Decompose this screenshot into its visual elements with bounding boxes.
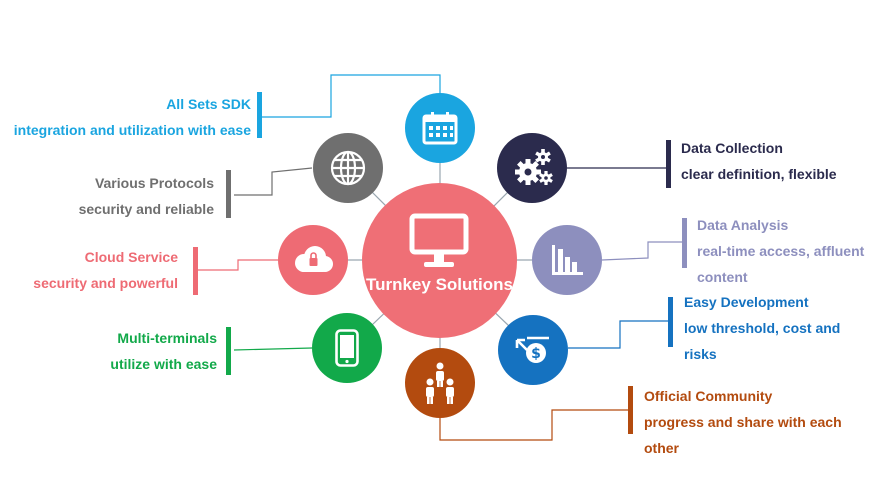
label-title: Various Protocols bbox=[94, 175, 214, 191]
label-various-protocols: Various Protocols security and reliable bbox=[79, 170, 214, 222]
bar-official-community bbox=[628, 386, 633, 434]
svg-text:$: $ bbox=[531, 346, 541, 362]
bar-all-sets-sdk bbox=[257, 92, 262, 138]
bar-easy-development bbox=[668, 297, 673, 347]
label-subtitle: security and reliable bbox=[78, 201, 214, 217]
people-icon bbox=[426, 362, 454, 404]
label-official-community: Official Community progress and share wi… bbox=[644, 383, 842, 461]
label-subtitle: integration and utilization with ease bbox=[13, 122, 251, 138]
node-various-protocols bbox=[313, 133, 383, 203]
label-title: Easy Development bbox=[684, 294, 809, 310]
bar-various-protocols bbox=[226, 170, 231, 218]
label-subtitle: progress and share with each bbox=[644, 414, 842, 430]
monitor-icon bbox=[409, 213, 469, 267]
label-subtitle-cont: other bbox=[644, 440, 679, 456]
label-title: Data Analysis bbox=[697, 217, 789, 233]
label-cloud-service: Cloud Service security and powerful bbox=[33, 244, 178, 296]
label-subtitle: real-time access, affluent bbox=[697, 243, 865, 259]
node-official-community bbox=[405, 348, 475, 418]
money-hand-icon: $ bbox=[515, 336, 549, 363]
center-node: Turnkey Solutions bbox=[362, 183, 517, 338]
bar-data-collection bbox=[666, 140, 671, 188]
cloud-lock-icon bbox=[295, 246, 333, 272]
node-all-sets-sdk bbox=[405, 93, 475, 163]
globe-icon bbox=[330, 150, 366, 186]
label-subtitle-cont: risks bbox=[684, 346, 717, 362]
label-subtitle: clear definition, flexible bbox=[681, 166, 837, 182]
label-title: Official Community bbox=[644, 388, 773, 404]
node-cloud-service bbox=[278, 225, 348, 295]
bar-chart-icon bbox=[552, 245, 583, 275]
node-data-collection bbox=[497, 133, 567, 203]
smartphone-icon bbox=[335, 329, 359, 367]
calendar-icon bbox=[422, 112, 458, 145]
label-title: Multi-terminals bbox=[117, 330, 217, 346]
node-data-analysis bbox=[532, 225, 602, 295]
label-multi-terminals: Multi-terminals utilize with ease bbox=[110, 325, 217, 377]
label-all-sets-sdk: All Sets SDK integration and utilization… bbox=[14, 91, 251, 143]
bar-multi-terminals bbox=[226, 327, 231, 375]
node-easy-development: $ bbox=[498, 315, 568, 385]
bar-cloud-service bbox=[193, 247, 198, 295]
label-title: All Sets SDK bbox=[166, 96, 251, 112]
label-subtitle-cont: content bbox=[697, 269, 748, 285]
label-subtitle: security and powerful bbox=[33, 275, 178, 291]
label-data-analysis: Data Analysis real-time access, affluent… bbox=[697, 212, 864, 290]
label-subtitle: utilize with ease bbox=[110, 356, 217, 372]
label-easy-development: Easy Development low threshold, cost and… bbox=[684, 289, 840, 367]
bar-data-analysis bbox=[682, 218, 687, 268]
gears-icon bbox=[515, 149, 553, 185]
label-title: Data Collection bbox=[681, 140, 783, 156]
center-title: Turnkey Solutions bbox=[365, 275, 514, 294]
label-subtitle: low threshold, cost and bbox=[684, 320, 841, 336]
label-title: Cloud Service bbox=[84, 249, 178, 265]
label-data-collection: Data Collection clear definition, flexib… bbox=[681, 135, 837, 187]
node-multi-terminals bbox=[312, 313, 382, 383]
